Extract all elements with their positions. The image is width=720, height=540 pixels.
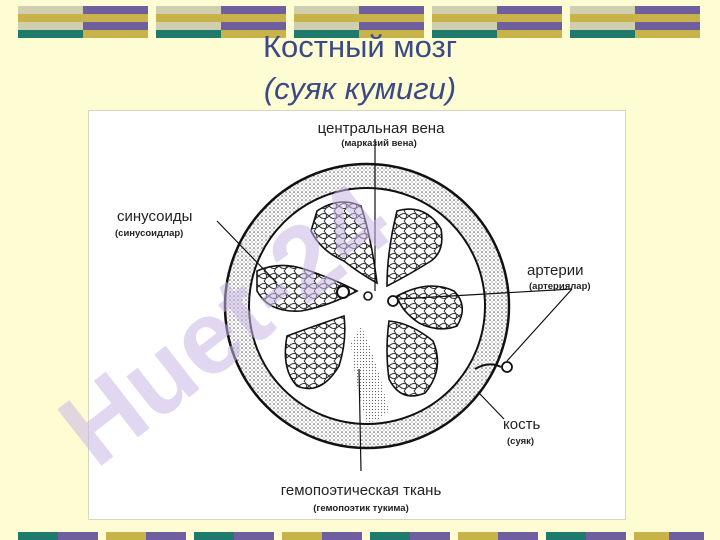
deco-stripe bbox=[570, 22, 635, 30]
deco-stripe bbox=[546, 532, 586, 540]
deco-stripe bbox=[586, 532, 626, 540]
label-bone: кость bbox=[503, 416, 540, 433]
deco-stripe bbox=[221, 6, 286, 14]
label-arteries: артерии bbox=[527, 262, 584, 279]
deco-stripe bbox=[634, 532, 669, 540]
deco-stripe bbox=[570, 30, 635, 38]
deco-stripe bbox=[497, 6, 562, 14]
hemopoietic-lobes bbox=[256, 201, 464, 397]
deco-block bbox=[106, 532, 186, 540]
deco-stripe bbox=[635, 14, 700, 22]
deco-stripe bbox=[497, 14, 562, 22]
deco-stripe bbox=[570, 14, 635, 22]
deco-stripe bbox=[432, 30, 497, 38]
deco-stripe bbox=[322, 532, 362, 540]
deco-stripe bbox=[370, 532, 410, 540]
deco-stripe bbox=[359, 30, 424, 38]
label-arteries-uz: (артериялар) bbox=[529, 281, 591, 292]
deco-stripe bbox=[570, 6, 635, 14]
deco-block bbox=[634, 532, 704, 540]
label-sinusoids: синусоиды bbox=[117, 208, 192, 225]
deco-block bbox=[432, 6, 562, 38]
deco-stripe bbox=[18, 22, 83, 30]
deco-stripe bbox=[221, 30, 286, 38]
deco-stripe bbox=[294, 6, 359, 14]
deco-stripe bbox=[635, 30, 700, 38]
deco-stripe bbox=[58, 532, 98, 540]
label-sinusoids-uz: (синусоидлар) bbox=[115, 228, 183, 239]
deco-stripe bbox=[432, 14, 497, 22]
deco-stripe bbox=[156, 22, 221, 30]
deco-stripe bbox=[294, 14, 359, 22]
deco-stripe bbox=[497, 30, 562, 38]
artery bbox=[336, 285, 350, 299]
deco-stripe bbox=[18, 30, 83, 38]
deco-block bbox=[458, 532, 538, 540]
slide-subtitle: (суяк кумиги) bbox=[263, 71, 457, 106]
label-hemopoietic-uz: (гемопоэтик тукима) bbox=[313, 503, 409, 514]
label-central-vein: центральная вена bbox=[318, 120, 446, 137]
deco-block bbox=[570, 6, 700, 38]
deco-block bbox=[546, 532, 626, 540]
deco-stripe bbox=[18, 532, 58, 540]
deco-stripe bbox=[83, 6, 148, 14]
deco-stripe bbox=[83, 30, 148, 38]
deco-stripe bbox=[156, 6, 221, 14]
deco-stripe bbox=[294, 22, 359, 30]
deco-block bbox=[294, 6, 424, 38]
deco-stripe bbox=[18, 14, 83, 22]
label-central-vein-uz: (марказий вена) bbox=[341, 138, 417, 149]
deco-stripe bbox=[194, 532, 234, 540]
deco-block bbox=[18, 532, 98, 540]
central-vein bbox=[363, 291, 373, 301]
deco-stripe bbox=[359, 6, 424, 14]
deco-stripe bbox=[458, 532, 498, 540]
deco-block bbox=[156, 6, 286, 38]
bottom-decoration-bar bbox=[0, 532, 720, 540]
deco-stripe bbox=[156, 30, 221, 38]
deco-stripe bbox=[106, 532, 146, 540]
deco-stripe bbox=[432, 6, 497, 14]
deco-stripe bbox=[83, 14, 148, 22]
deco-stripe bbox=[18, 6, 83, 14]
artery-vessel bbox=[474, 363, 502, 370]
artery bbox=[501, 361, 513, 373]
deco-stripe bbox=[156, 14, 221, 22]
top-decoration-bar bbox=[0, 6, 720, 38]
slide-title: Костный мозг bbox=[262, 29, 458, 64]
deco-stripe bbox=[635, 22, 700, 30]
deco-stripe bbox=[635, 6, 700, 14]
deco-block bbox=[282, 532, 362, 540]
deco-stripe bbox=[359, 22, 424, 30]
deco-stripe bbox=[221, 14, 286, 22]
deco-stripe bbox=[497, 22, 562, 30]
deco-stripe bbox=[221, 22, 286, 30]
label-hemopoietic: гемопоэтическая ткань bbox=[281, 482, 442, 499]
deco-stripe bbox=[669, 532, 704, 540]
deco-stripe bbox=[498, 532, 538, 540]
deco-stripe bbox=[294, 30, 359, 38]
bone-marrow-diagram: центральная вена (марказий вена) синусои… bbox=[88, 110, 626, 520]
hemopoietic-stroma bbox=[351, 326, 389, 423]
deco-block bbox=[370, 532, 450, 540]
diagram-svg: центральная вена (марказий вена) синусои… bbox=[115, 120, 591, 514]
artery bbox=[387, 295, 399, 307]
deco-stripe bbox=[410, 532, 450, 540]
leader-lines bbox=[216, 139, 573, 472]
deco-block bbox=[18, 6, 148, 38]
deco-stripe bbox=[282, 532, 322, 540]
deco-stripe bbox=[146, 532, 186, 540]
label-bone-uz: (суяк) bbox=[507, 436, 534, 447]
deco-block bbox=[194, 532, 274, 540]
deco-stripe bbox=[432, 22, 497, 30]
deco-stripe bbox=[83, 22, 148, 30]
deco-stripe bbox=[234, 532, 274, 540]
deco-stripe bbox=[359, 14, 424, 22]
